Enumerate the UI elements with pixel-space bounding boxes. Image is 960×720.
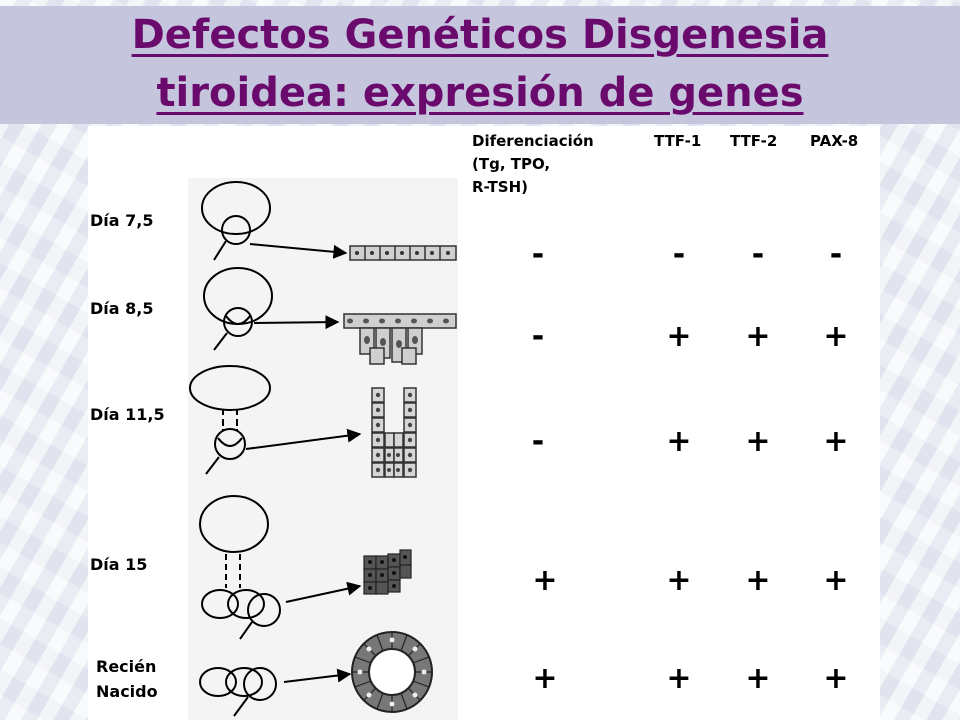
- row-label-dia-7-5: Día 7,5: [90, 211, 153, 230]
- embryo-day-8-5: [203, 267, 340, 351]
- cell-r0-diferenciacion: -: [532, 237, 544, 272]
- slide-title: Defectos Genéticos Disgenesia tiroidea: …: [0, 6, 960, 124]
- cells-day-15: [363, 549, 412, 595]
- header-pax8: PAX-8: [810, 132, 858, 150]
- header-diferenciacion-line-1: Diferenciación: [472, 132, 594, 150]
- cell-r1-ttf1: +: [666, 319, 691, 354]
- cell-r1-diferenciacion: -: [532, 319, 544, 354]
- cell-r4-ttf2: +: [745, 661, 770, 696]
- row-label-recien: Recién: [96, 657, 156, 676]
- title-band: [0, 6, 960, 124]
- cell-r3-pax8: +: [823, 563, 848, 598]
- row-label-nacido: Nacido: [96, 682, 158, 701]
- cell-r4-ttf1: +: [666, 661, 691, 696]
- cell-r2-ttf1: +: [666, 424, 691, 459]
- header-ttf2: TTF-2: [730, 132, 777, 150]
- cells-day-8-5: [343, 313, 457, 365]
- cell-r3-ttf2: +: [745, 563, 770, 598]
- title-line-2: tiroidea: expresión de genes: [156, 70, 804, 116]
- row-label-dia-11-5: Día 11,5: [90, 405, 165, 424]
- cells-day-11-5: [371, 387, 417, 478]
- cell-r0-ttf1: -: [673, 237, 685, 272]
- thyroid-follicle: [351, 631, 433, 713]
- cells-day-7-5: [349, 245, 457, 261]
- cell-r3-ttf1: +: [666, 563, 691, 598]
- cell-r0-pax8: -: [830, 237, 842, 272]
- row-label-dia-8-5: Día 8,5: [90, 299, 153, 318]
- title-line-1: Defectos Genéticos Disgenesia: [131, 12, 829, 58]
- cell-r1-pax8: +: [823, 319, 848, 354]
- embryo-newborn: [199, 667, 352, 717]
- cell-r0-ttf2: -: [752, 237, 764, 272]
- cell-r2-pax8: +: [823, 424, 848, 459]
- gene-expression-figure: Diferenciación (Tg, TPO, R-TSH) TTF-1 TT…: [88, 126, 880, 720]
- embryo-day-15: [199, 495, 362, 640]
- cell-r4-pax8: +: [823, 661, 848, 696]
- cell-r1-ttf2: +: [745, 319, 770, 354]
- cell-r2-ttf2: +: [745, 424, 770, 459]
- embryo-drawings: [189, 181, 362, 717]
- header-diferenciacion-line-2: (Tg, TPO,: [472, 155, 550, 173]
- cell-r4-diferenciacion: +: [532, 661, 557, 696]
- embryo-day-11-5: [189, 365, 362, 475]
- cell-r2-diferenciacion: -: [532, 424, 544, 459]
- header-diferenciacion-line-3: R-TSH): [472, 178, 528, 196]
- row-label-dia-15: Día 15: [90, 555, 147, 574]
- cell-r3-diferenciacion: +: [532, 563, 557, 598]
- embryo-day-7-5: [201, 181, 348, 261]
- header-ttf1: TTF-1: [654, 132, 701, 150]
- figure-canvas: Diferenciación (Tg, TPO, R-TSH) TTF-1 TT…: [90, 132, 858, 720]
